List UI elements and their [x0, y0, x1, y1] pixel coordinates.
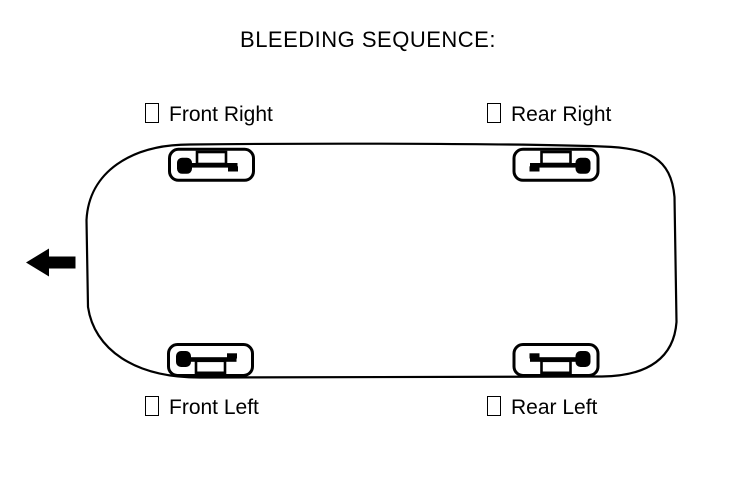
- label-front-right: Front Right: [145, 103, 273, 127]
- wheel-rear-left: [512, 343, 600, 377]
- sequence-placeholder-icon: [145, 103, 159, 123]
- label-rear-right: Rear Right: [487, 103, 611, 127]
- label-rear-right-text: Rear Right: [511, 103, 612, 126]
- wheel-rear-right: [512, 147, 600, 182]
- label-front-left: Front Left: [145, 396, 259, 420]
- wheel-front-right: [168, 147, 255, 182]
- sequence-placeholder-icon: [145, 396, 159, 416]
- sequence-placeholder-icon: [487, 396, 501, 416]
- label-front-left-text: Front Left: [169, 396, 259, 419]
- label-rear-left-text: Rear Left: [511, 396, 598, 419]
- direction-arrow-icon: [26, 248, 76, 277]
- label-front-right-text: Front Right: [169, 103, 273, 126]
- wheel-front-left: [167, 343, 254, 377]
- car-body-outline: [85, 142, 678, 379]
- page-title: BLEEDING SEQUENCE:: [240, 27, 496, 52]
- sequence-placeholder-icon: [487, 103, 501, 123]
- label-rear-left: Rear Left: [487, 396, 597, 420]
